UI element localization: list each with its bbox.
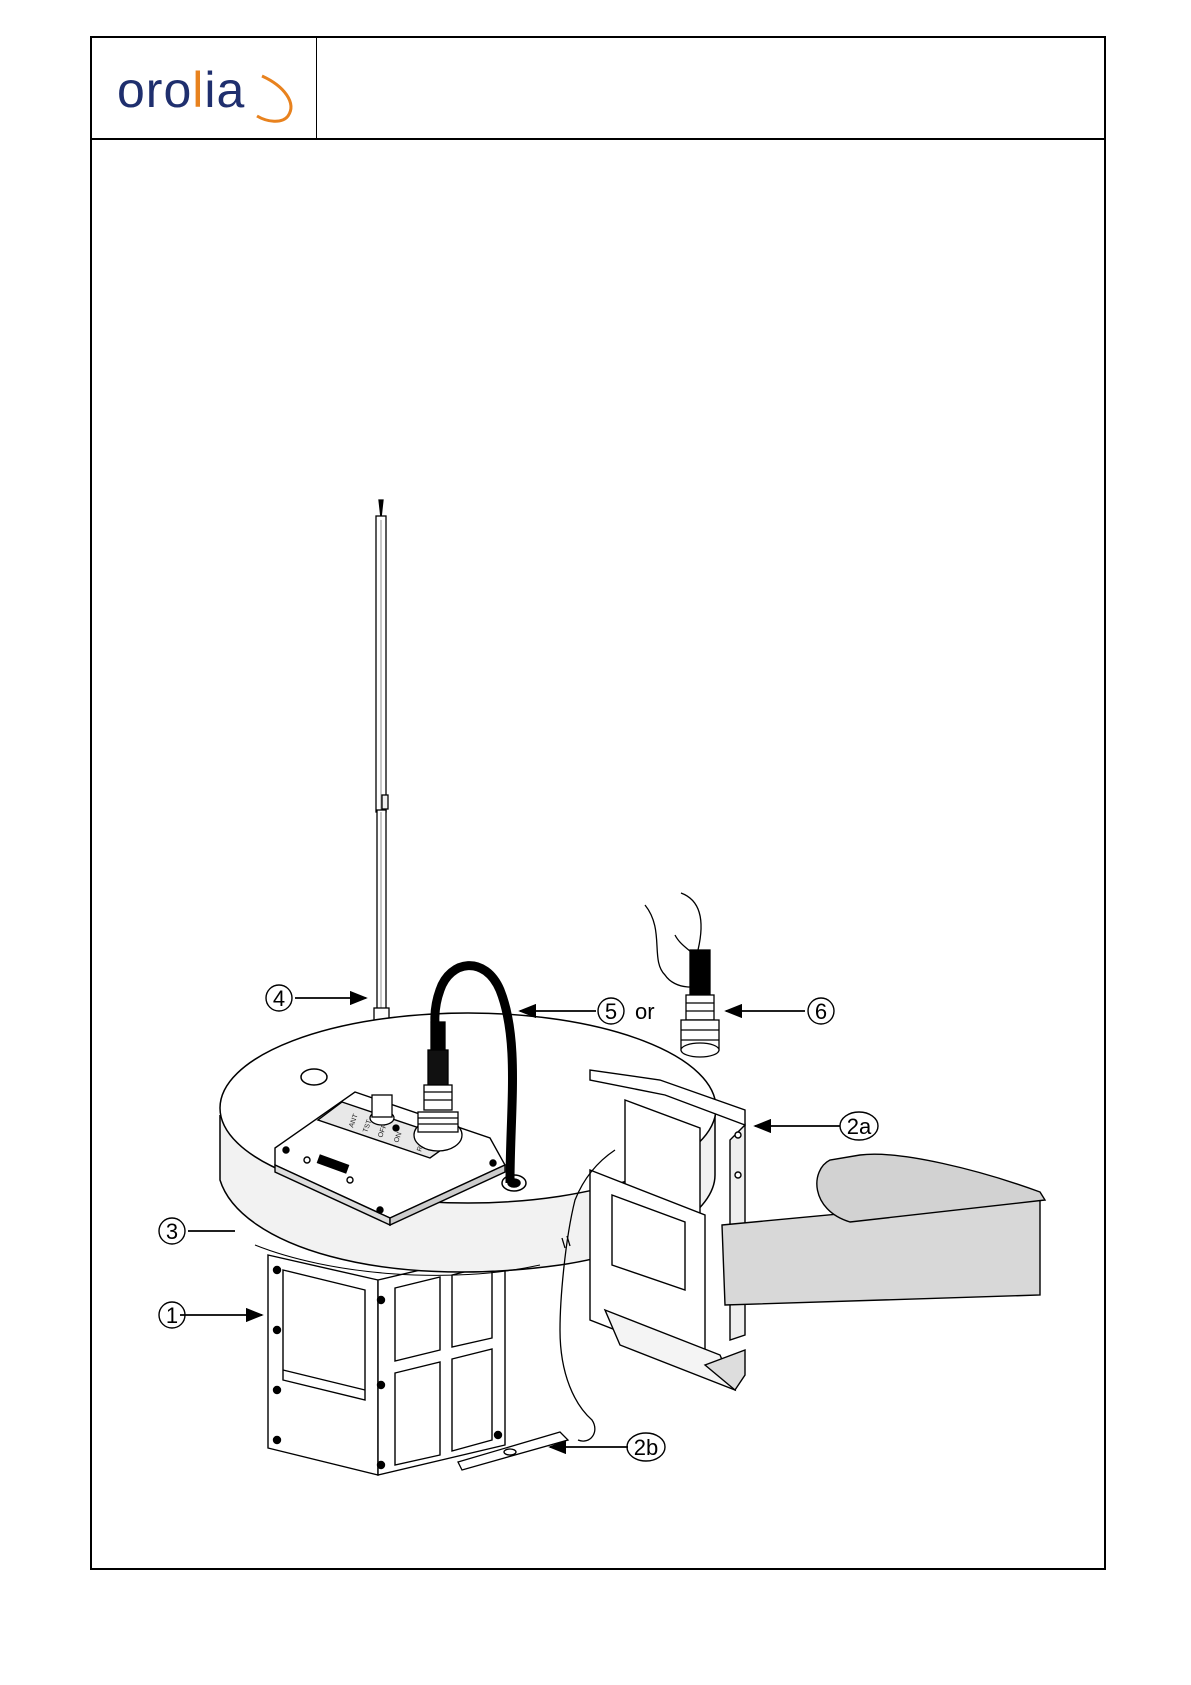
- callout-3: 3: [159, 1218, 185, 1244]
- alternate-connector: [645, 893, 719, 1057]
- svg-text:2a: 2a: [847, 1114, 872, 1139]
- strap: [722, 1154, 1045, 1305]
- svg-text:3: 3: [166, 1219, 178, 1244]
- svg-text:1: 1: [166, 1303, 178, 1328]
- callout-6: 6: [808, 998, 834, 1024]
- svg-text:4: 4: [273, 986, 285, 1011]
- svg-text:6: 6: [815, 999, 827, 1024]
- svg-text:2b: 2b: [634, 1435, 658, 1460]
- or-label: or: [635, 999, 655, 1024]
- callout-4: 4: [266, 985, 292, 1011]
- callout-2b: 2b: [627, 1433, 665, 1461]
- svg-text:5: 5: [605, 999, 617, 1024]
- callout-2a: 2a: [840, 1112, 878, 1140]
- callout-5: 5: [598, 998, 624, 1024]
- beacon-frame: [268, 1250, 505, 1475]
